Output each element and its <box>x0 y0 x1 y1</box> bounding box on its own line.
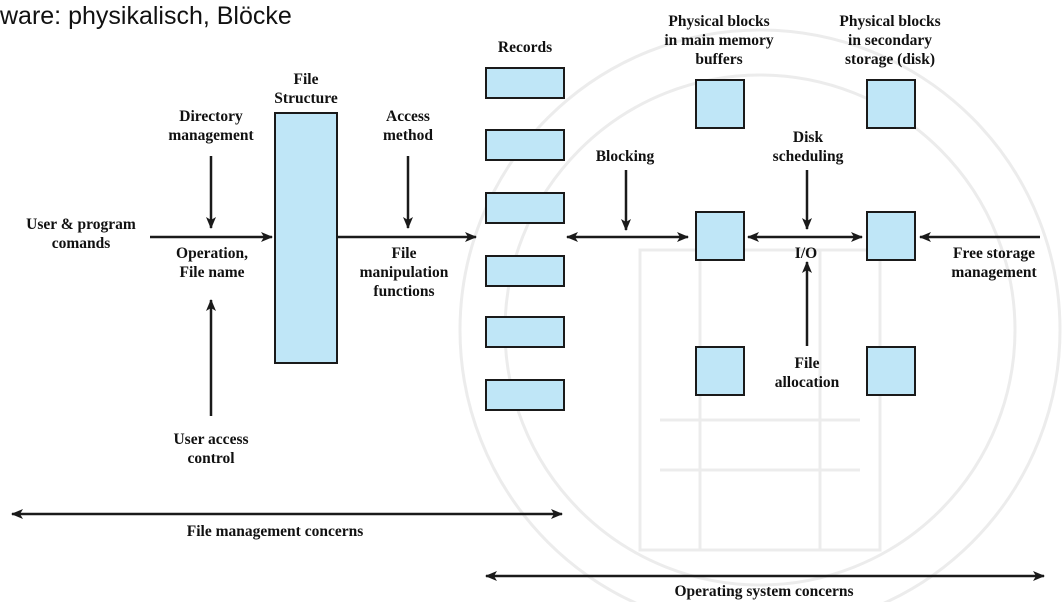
os-concerns-label: Operating system concerns <box>674 583 854 600</box>
record-box <box>485 316 565 348</box>
record-box <box>485 192 565 224</box>
main-memory-block-box <box>695 211 745 261</box>
file-structure-box <box>274 112 338 364</box>
slide-heading: ware: physikalisch, Blöcke <box>0 2 292 30</box>
disk-block-box <box>866 79 916 129</box>
main-memory-block-box <box>695 79 745 129</box>
record-box <box>485 379 565 411</box>
file-management-concerns-label: File management concerns <box>186 523 364 540</box>
records-label: Records <box>497 39 553 56</box>
operation-filename-label: Operation,File name <box>176 245 248 281</box>
io-label: I/O <box>794 245 818 262</box>
record-box <box>485 129 565 161</box>
disk-block-box <box>866 211 916 261</box>
record-box <box>485 67 565 99</box>
main-memory-block-box <box>695 346 745 396</box>
disk-block-box <box>866 346 916 396</box>
blocking-label: Blocking <box>595 148 655 165</box>
record-box <box>485 255 565 287</box>
